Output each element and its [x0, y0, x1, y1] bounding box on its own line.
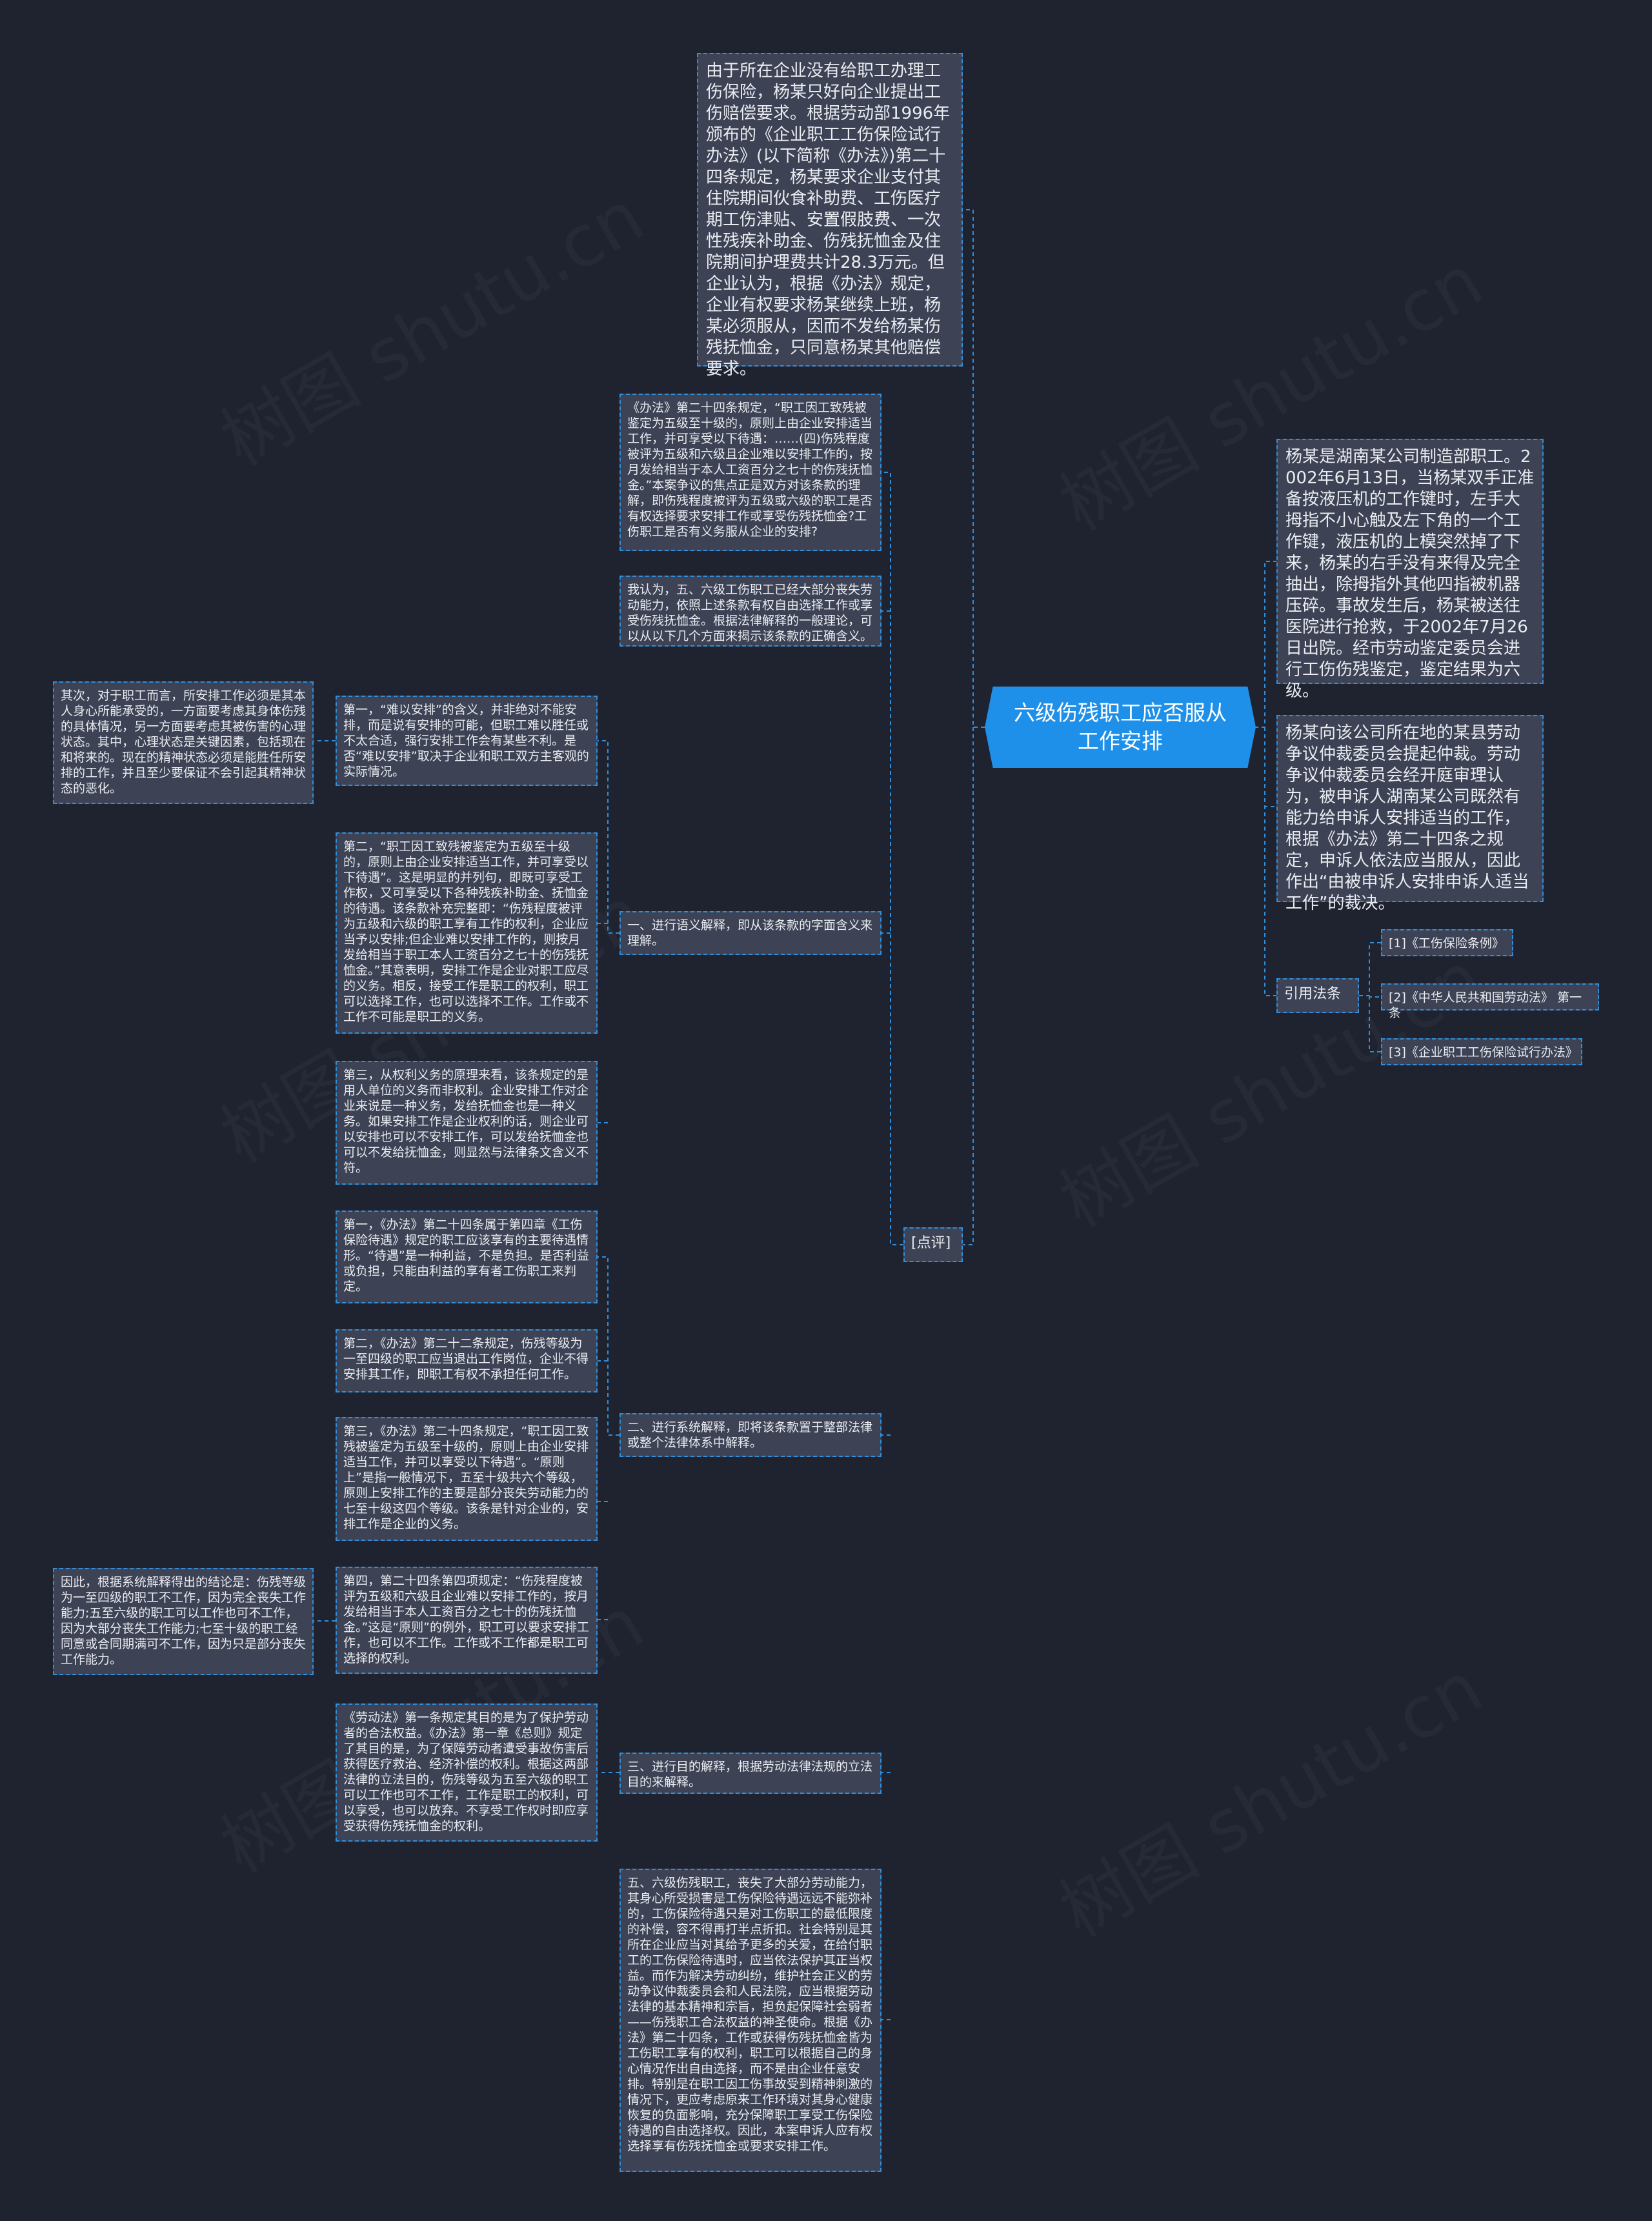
- law-label[interactable]: 引用法条: [1276, 978, 1359, 1013]
- sec2-point-1[interactable]: 第一，《办法》第二十四条属于第四章《工伤保险待遇》规定的职工应该享有的主要待遇情…: [336, 1211, 598, 1303]
- root-topic[interactable]: 六级伤残职工应否服从工作安排: [985, 687, 1256, 768]
- sec2-label[interactable]: 二、进行系统解释，即将该条款置于整部法律或整个法律体系中解释。: [620, 1413, 881, 1457]
- sec3-point-1[interactable]: 《劳动法》第一条规定其目的是为了保护劳动者的合法权益。《办法》第一章《总则》规定…: [336, 1703, 598, 1842]
- law-item-2[interactable]: [2]《中华人民共和国劳动法》 第一条: [1381, 983, 1599, 1020]
- law-item-1[interactable]: [1]《工伤保险条例》: [1381, 929, 1513, 956]
- claim-node[interactable]: 由于所在企业没有给职工办理工伤保险，杨某只好向企业提出工伤赔偿要求。根据劳动部1…: [697, 53, 963, 379]
- link-sec1: [598, 740, 620, 1123]
- sec2-point-2[interactable]: 第二，《办法》第二十二条规定，伤残等级为一至四级的职工应当退出工作岗位，企业不得…: [336, 1329, 598, 1392]
- link-laws: [1359, 942, 1381, 1052]
- sec2-point-4[interactable]: 第四，第二十四条第四项规定：“伤残程度被评为五级和六级且企业难以安排工作的，按月…: [336, 1567, 598, 1674]
- sec1-point-3[interactable]: 第三，从权利义务的原理来看，该条规定的是用人单位的义务而非权利。企业安排工作对企…: [336, 1061, 598, 1185]
- link-root-arbitration: [1264, 727, 1276, 807]
- link-root-facts: [985, 561, 1276, 728]
- arbitration-node[interactable]: 杨某向该公司所在地的某县劳动争议仲裁委员会提起仲裁。劳动争议仲裁委员会经开庭审理…: [1276, 715, 1544, 913]
- sec5-node[interactable]: 五、六级伤残职工，丧失了大部分劳动能力，其身心所受损害是工伤保险待遇远远不能弥补…: [620, 1869, 881, 2172]
- link-sec2: [598, 1256, 620, 1620]
- comment-intro-2[interactable]: 我认为，五、六级工伤职工已经大部分丧失劳动能力，依照上述条款有权自由选择工作或享…: [620, 576, 881, 647]
- sec1-point-1-note[interactable]: 其次，对于职工而言，所安排工作必须是其本人身心所能承受的，一方面要考虑其身体伤残…: [53, 681, 314, 804]
- link-root-claim: [963, 209, 985, 728]
- comment-label[interactable]: [点评]: [903, 1227, 963, 1262]
- sec1-point-2[interactable]: 第二，“职工因工致残被鉴定为五级至十级的，原则上由企业安排适当工作，并可享受以下…: [336, 832, 598, 1034]
- sec1-label[interactable]: 一、进行语义解释，即从该条款的字面含义来理解。: [620, 911, 881, 955]
- link-comment-items: [881, 472, 903, 2020]
- link-root-comment: [963, 727, 974, 1245]
- law-item-3[interactable]: [3]《企业职工工伤保险试行办法》: [1381, 1038, 1582, 1065]
- link-root-laws: [1264, 727, 1276, 996]
- comment-intro-1[interactable]: 《办法》第二十四条规定，“职工因工致残被鉴定为五级至十级的，原则上由企业安排适当…: [620, 394, 881, 551]
- sec2-point-4-note[interactable]: 因此，根据系统解释得出的结论是：伤残等级为一至四级的职工不工作，因为完全丧失工作…: [53, 1568, 314, 1675]
- sec1-point-1[interactable]: 第一，“难以安排”的含义，并非绝对不能安排，而是说有安排的可能，但职工难以胜任或…: [336, 696, 598, 786]
- facts-node[interactable]: 杨某是湖南某公司制造部职工。2002年6月13日，当杨某双手正准备按液压机的工作…: [1276, 439, 1544, 701]
- sec3-label[interactable]: 三、进行目的解释，根据劳动法律法规的立法目的来解释。: [620, 1753, 881, 1794]
- sec2-point-3[interactable]: 第三，《办法》第二十四条规定，“职工因工致残被鉴定为五级至十级的，原则上由企业安…: [336, 1417, 598, 1541]
